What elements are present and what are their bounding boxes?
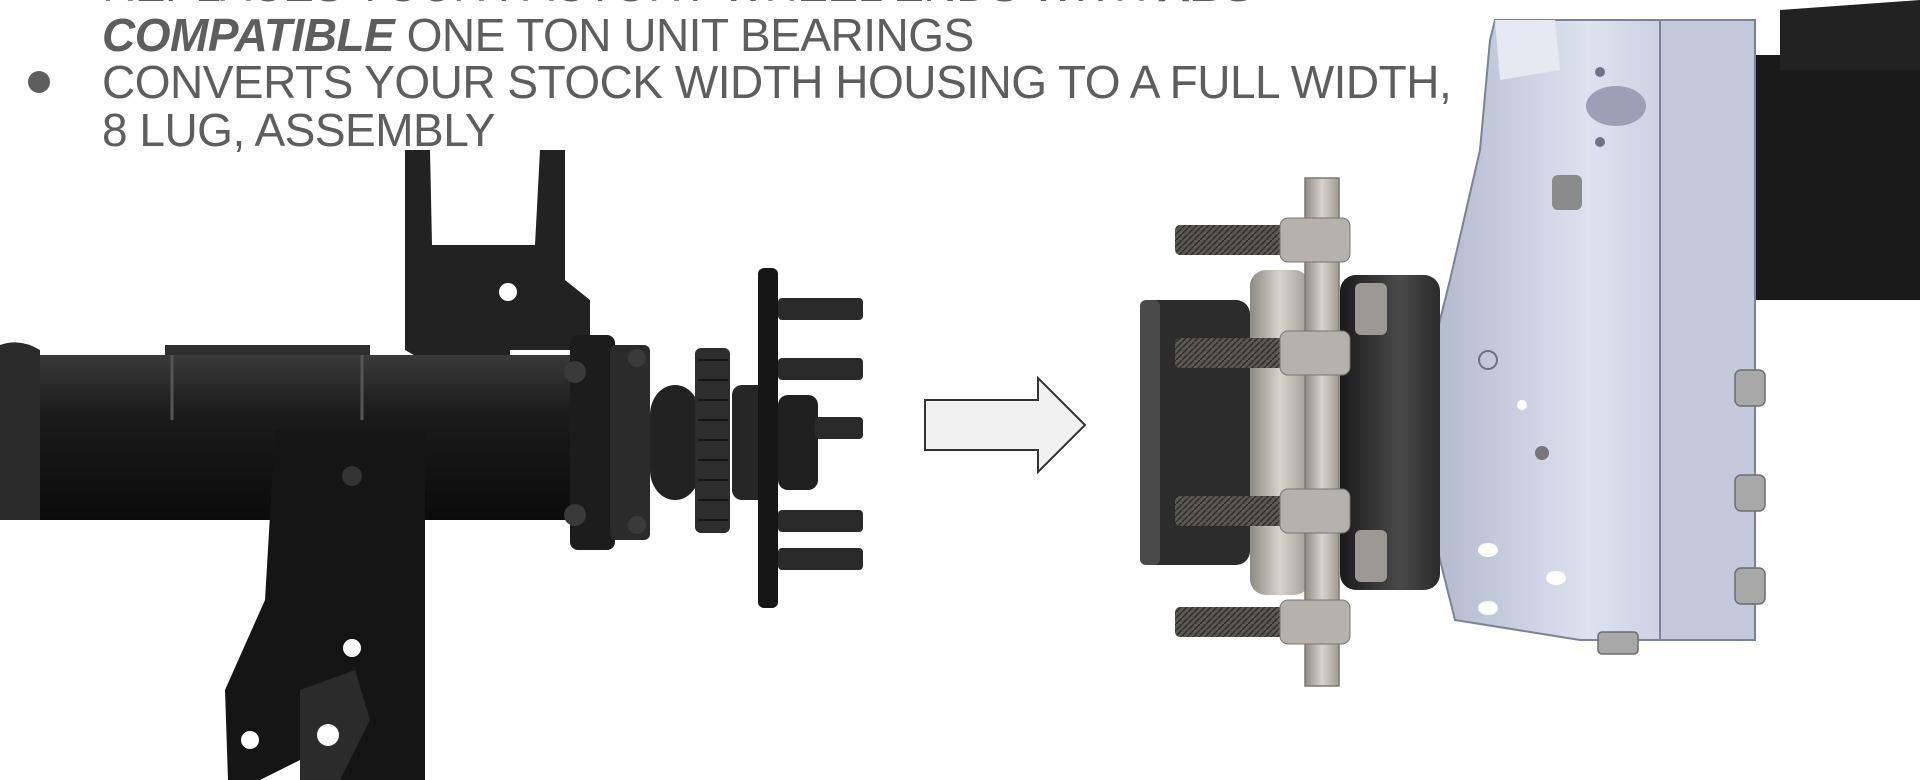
bullet-dot (28, 71, 50, 93)
bullet-1-text-2: ONE TON UNIT BEARINGS (406, 9, 975, 61)
bullet-2-line-1: CONVERTS YOUR STOCK WIDTH HOUSING TO A F… (102, 56, 1452, 108)
right-arrow-icon (924, 375, 1087, 475)
stock-axle-housing (0, 150, 863, 780)
bullet-1-emphasis-2: COMPATIBLE (102, 9, 395, 61)
bullet-2-line-2: 8 LUG, ASSEMBLY (102, 104, 496, 156)
bullet-1-text: REPLACES YOUR FACTORY WHEEL ENDS WITH (102, 0, 1147, 11)
bullet-1-emphasis: ABS (1159, 0, 1255, 11)
bullet-1-line-1: REPLACES YOUR FACTORY WHEEL ENDS WITH AB… (102, 0, 1255, 10)
wheel-studs (1175, 217, 1351, 645)
bullet-1-line-2: COMPATIBLE ONE TON UNIT BEARINGS (102, 10, 974, 60)
conversion-hub-assembly (1140, 0, 1920, 687)
